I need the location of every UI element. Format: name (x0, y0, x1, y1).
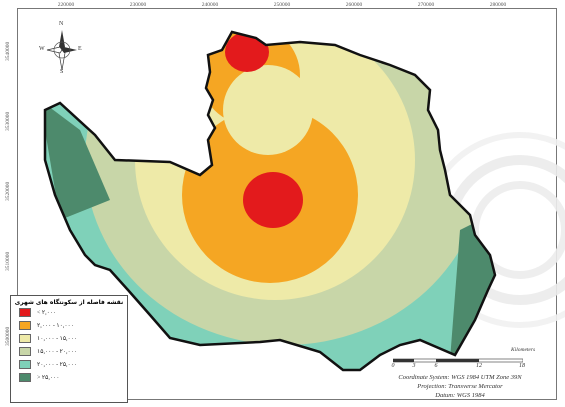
legend-swatch (19, 347, 31, 356)
region-boundary (43, 30, 497, 372)
x-tick: 270000 (417, 2, 435, 8)
legend-item: ۱۵,۰۰۰ - ۲۰,۰۰۰ (19, 345, 127, 358)
legend-label: < ۲,۰۰۰ (37, 310, 57, 316)
compass-w: W (39, 46, 45, 52)
x-tick: 240000 (201, 2, 219, 8)
legend-swatch (19, 360, 31, 369)
scale-number: 0 (391, 363, 395, 369)
legend-label: ۲,۰۰۰ - ۱۰,۰۰۰ (37, 323, 75, 329)
legend-item: > ۲۵,۰۰۰ (19, 371, 127, 384)
scale-bar: 0 3 6 12 18 Kilometers (391, 347, 536, 373)
north-arrow: N S E W (39, 21, 82, 75)
datum: Datum: WGS 1984 (435, 392, 485, 399)
legend-label: > ۲۵,۰۰۰ (37, 375, 60, 381)
scale-number: 12 (476, 363, 482, 369)
x-tick: 280000 (489, 2, 507, 8)
scale-number: 6 (434, 363, 438, 369)
legend-swatch (19, 321, 31, 330)
compass-e: E (78, 46, 82, 52)
compass-rose-icon (46, 30, 77, 71)
legend-label: ۲۰,۰۰۰ - ۲۵,۰۰۰ (37, 362, 78, 368)
legend-title: نقشه فاصله از سکونتگاه های شهری (14, 299, 124, 306)
x-tick: 260000 (345, 2, 363, 8)
x-tick: 250000 (273, 2, 291, 8)
coordinate-system: Coordinate System: WGS 1984 UTM Zone 39N (398, 374, 522, 381)
legend-item: < ۲,۰۰۰ (19, 306, 127, 319)
legend-swatch (19, 308, 31, 317)
scale-number: 3 (412, 363, 416, 369)
x-tick: 220000 (57, 2, 75, 8)
legend-item: ۲,۰۰۰ - ۱۰,۰۰۰ (19, 319, 127, 332)
legend-item: ۲۰,۰۰۰ - ۲۵,۰۰۰ (19, 358, 127, 371)
legend-swatch (19, 334, 31, 343)
scale-unit: Kilometers (511, 347, 536, 353)
map-legend: نقشه فاصله از سکونتگاه های شهری < ۲,۰۰۰ … (10, 295, 128, 403)
legend-item: ۱۰,۰۰۰ - ۱۵,۰۰۰ (19, 332, 127, 345)
legend-label: ۱۵,۰۰۰ - ۲۰,۰۰۰ (37, 349, 78, 355)
legend-swatch (19, 373, 31, 382)
legend-label: ۱۰,۰۰۰ - ۱۵,۰۰۰ (37, 336, 78, 342)
compass-s: S (60, 69, 64, 75)
scale-number: 18 (519, 363, 525, 369)
compass-n: N (59, 21, 64, 27)
projection: Projection: Transverse Mercator (417, 383, 503, 390)
x-tick: 230000 (129, 2, 147, 8)
